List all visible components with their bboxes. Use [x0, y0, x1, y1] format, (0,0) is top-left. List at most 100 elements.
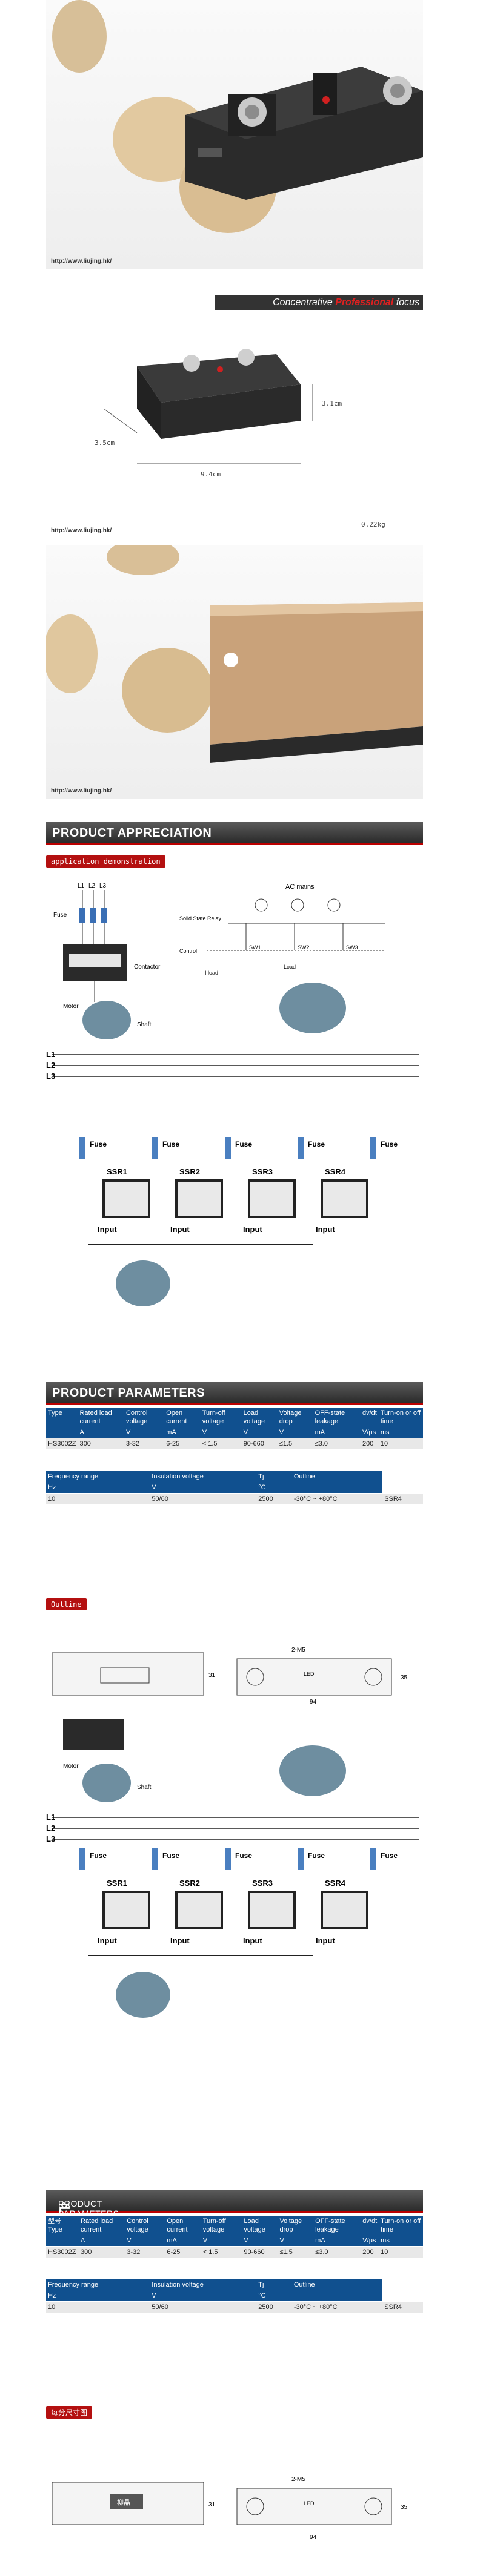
fuse-label: Fuse	[90, 1140, 107, 1148]
bus-l2-label: L2	[46, 1061, 55, 1070]
ssr-label: SSR1	[107, 1879, 127, 1888]
table-header-cell: V	[278, 2235, 314, 2247]
screw-label: 2-M5	[291, 1647, 305, 1653]
fuse-symbol	[370, 1137, 376, 1159]
dim-length: 9.4cm	[201, 470, 221, 478]
iload-label: I load	[205, 970, 218, 976]
contactor-label: Contactor	[134, 964, 161, 970]
fuse-symbol	[298, 1137, 304, 1159]
table-cell: 50/60	[150, 2301, 257, 2313]
fuse-label: Fuse	[235, 1851, 252, 1860]
table-cell: 3-32	[124, 1438, 165, 1449]
table-cell: 90-660	[241, 1438, 278, 1449]
table-cell: -30°C ~ +80°C	[291, 1493, 383, 1504]
input-label: Input	[98, 1936, 117, 1945]
solid-state-relay-label: Solid State Relay	[179, 915, 222, 921]
outline-width-dim: 94	[310, 1699, 317, 1705]
table-cell: 300	[78, 1438, 124, 1449]
product-photo-3: http://www.liujing.hk/	[46, 545, 423, 799]
table-header-cell: V	[277, 1427, 313, 1438]
table-cell: SSR4	[382, 2301, 423, 2313]
outline-height-dim: 35	[401, 1675, 408, 1681]
bus-l1-label: L1	[46, 1050, 55, 1059]
table-header-cell: Insulation voltage	[150, 1471, 257, 1482]
ssr-label: SSR1	[107, 1167, 127, 1176]
fuse-symbol	[79, 1848, 85, 1870]
table-header-cell: mA	[313, 2235, 361, 2247]
sw1-label: SW1	[249, 944, 261, 950]
table-cell: HS3002Z	[46, 1438, 78, 1449]
table-header-cell: V	[201, 2235, 242, 2247]
table-header-cell: Outline	[291, 2279, 383, 2290]
outline-drawing-1: 31 2-M5 LED 35 94	[52, 1647, 408, 1705]
fuse-symbol	[152, 1848, 158, 1870]
outline-side-dim-2: 31	[208, 2502, 216, 2508]
table-header-cell: V	[125, 2235, 165, 2247]
table-header-cell: Open current	[165, 2216, 201, 2235]
product-photo-1: http://www.liujing.hk/	[46, 0, 423, 269]
table-header-cell: Tj	[256, 1471, 292, 1482]
fuse-symbol	[152, 1137, 158, 1159]
ssr-label: SSR4	[325, 1167, 346, 1176]
table-header-cell: V/μs	[361, 1427, 379, 1438]
fuse-label: Fuse	[308, 1851, 325, 1860]
table-cell: 50/60	[150, 1493, 257, 1504]
fuse-label: Fuse	[381, 1851, 398, 1860]
table-header-cell: dv/dt	[361, 2216, 379, 2235]
table-header-cell: V	[241, 1427, 278, 1438]
fuse-label: Fuse	[235, 1140, 252, 1148]
l3-label: L3	[99, 883, 107, 889]
fuse-symbol	[225, 1848, 231, 1870]
motor-symbol	[116, 1972, 170, 2018]
bus-l3-label: L3	[46, 1072, 55, 1081]
table-header-cell: Frequency range	[46, 2279, 150, 2290]
ssr-label: SSR2	[179, 1167, 200, 1176]
table-header-cell: Turn-on or off time	[379, 2216, 423, 2235]
table-header-cell: Type	[46, 1408, 78, 1427]
ssr-label: SSR3	[252, 1167, 273, 1176]
table-cell: 90-660	[242, 2246, 278, 2258]
table-cell: -30°C ~ +80°C	[291, 2301, 383, 2313]
ssr-module-photo	[52, 0, 423, 233]
ssr-module	[175, 1179, 223, 1218]
table-header-cell: Insulation voltage	[150, 2279, 257, 2290]
table-cell: 6-25	[164, 1438, 201, 1449]
ssr-module	[321, 1891, 368, 1929]
fuse-symbol	[298, 1848, 304, 1870]
table-header-cell: V	[150, 2290, 257, 2302]
table-cell: ≤1.5	[277, 1438, 313, 1449]
table-header-cell: Rated load current	[78, 1408, 124, 1427]
table-cell: 200	[361, 1438, 379, 1449]
ssr-module	[248, 1891, 296, 1929]
section-banner-parameters-cn: 产品参数 PRODUCT PARAMETERS	[46, 2190, 423, 2268]
table-header-cell	[46, 1427, 78, 1438]
brand-cn: 柳晶	[117, 2498, 130, 2506]
motor-label-2: Motor	[63, 1763, 79, 1770]
ssr-module	[175, 1891, 223, 1929]
table-header-cell	[291, 1482, 383, 1494]
table-cell: 10	[379, 2246, 423, 2258]
input-label: Input	[170, 1936, 190, 1945]
table-header-cell: A	[78, 1427, 124, 1438]
table-cell: < 1.5	[201, 2246, 242, 2258]
fuse-label: Fuse	[53, 912, 67, 918]
slogan-bar: Concentrative Professional focus	[215, 295, 423, 310]
site-url: http://www.liujing.hk/	[51, 788, 112, 794]
table-cell: 3-32	[125, 2246, 165, 2258]
ssr-module	[248, 1179, 296, 1218]
outline-height-dim-2: 35	[401, 2504, 408, 2511]
table-header-cell: Load voltage	[242, 2216, 278, 2235]
table-header-cell: Turn-on or off time	[378, 1408, 423, 1427]
table-header-cell: Voltage drop	[277, 1408, 313, 1427]
application-demo-tag: application demonstration	[46, 855, 165, 868]
table-header-cell	[291, 2290, 383, 2302]
motor-symbol	[116, 1260, 170, 1306]
ac-mains-label: AC mains	[285, 883, 315, 891]
weight: 0.22kg	[361, 521, 385, 529]
led-label: LED	[304, 1671, 315, 1677]
table-header-cell: °C	[256, 2290, 292, 2302]
table-header-cell: V/μs	[361, 2235, 379, 2247]
table-header-cell: mA	[164, 1427, 201, 1438]
